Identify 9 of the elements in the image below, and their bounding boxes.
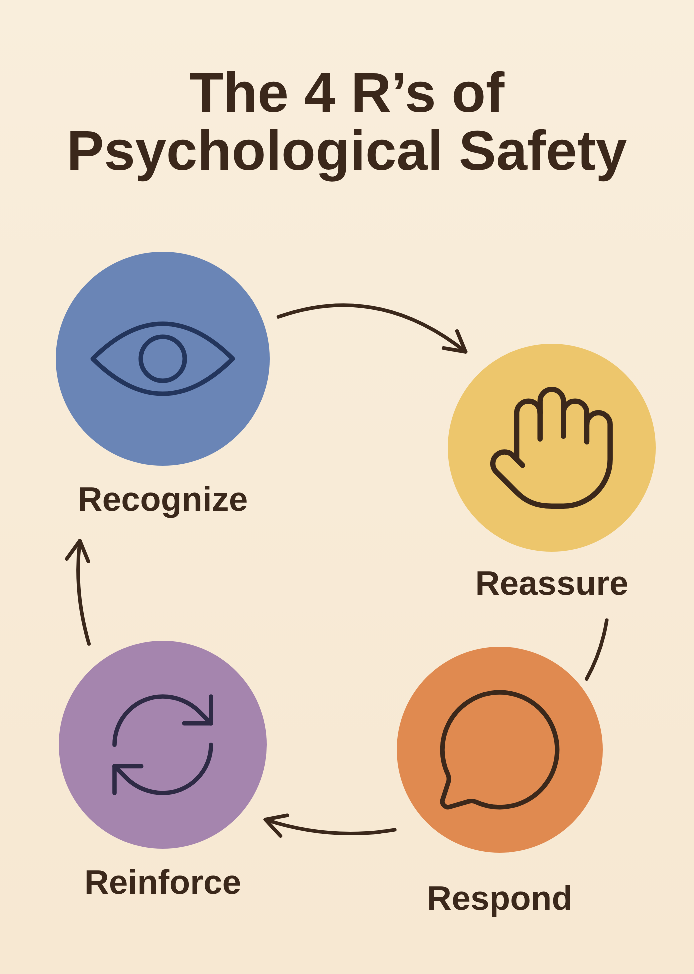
curved-arrow [66, 539, 91, 646]
curved-arrow [264, 813, 397, 838]
step-label: Reassure [475, 564, 629, 604]
step-label: Reinforce [84, 863, 242, 903]
step-label: Respond [427, 879, 573, 919]
step-label: Recognize [78, 480, 248, 520]
curved-arrow [276, 304, 468, 354]
title: The 4 R’s of Psychological Safety [66, 64, 628, 180]
connector-line [585, 618, 609, 681]
